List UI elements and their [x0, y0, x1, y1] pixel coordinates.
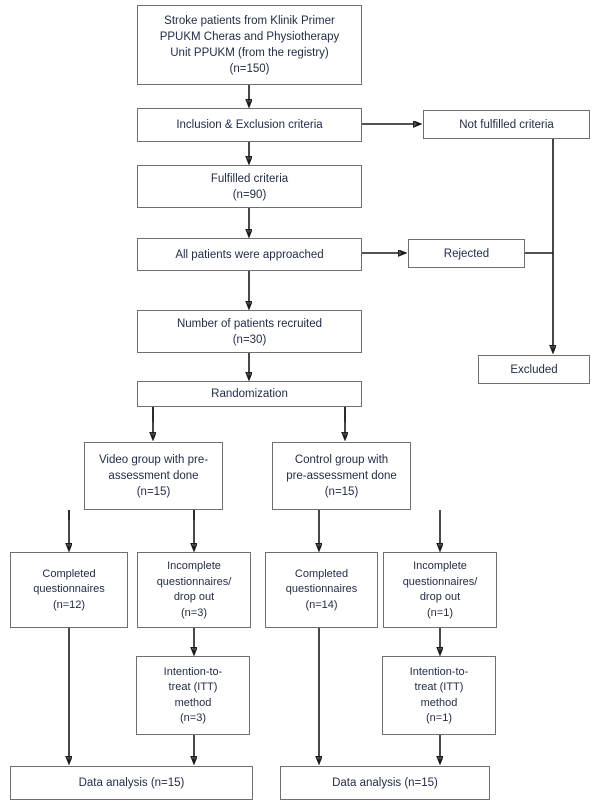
node-line: (n=1) [426, 712, 452, 724]
connector-randomization-split [152, 407, 346, 422]
node-fulfilled-criteria: Fulfilled criteria (n=90) [137, 165, 362, 208]
node-line: Fulfilled criteria [210, 172, 289, 185]
node-line: (n=90) [232, 188, 267, 201]
node-video-completed-questionnaires: Completed questionnaires (n=12) [10, 552, 128, 628]
node-all-patients-approached: All patients were approached [137, 238, 362, 271]
node-line: Incomplete [167, 560, 221, 572]
node-line: Data analysis (n=15) [332, 777, 438, 789]
node-line: method [420, 696, 458, 709]
node-not-fulfilled-criteria: Not fulfilled criteria [423, 110, 590, 139]
node-line: Data analysis (n=15) [78, 777, 185, 789]
node-line: All patients were approached [175, 248, 324, 261]
node-excluded: Excluded [478, 355, 590, 384]
node-line: (n=30) [232, 333, 267, 346]
node-line: treat (ITT) [168, 681, 218, 693]
node-line: (n=12) [52, 598, 86, 611]
node-line: treat (ITT) [414, 681, 464, 693]
node-control-incomplete-questionnaires: Incomplete questionnaires/ drop out (n=1… [383, 552, 497, 628]
node-line: Incomplete [413, 560, 467, 572]
node-video-group: Video group with pre- assessment done (n… [84, 442, 223, 510]
node-line: Excluded [510, 363, 558, 376]
node-line: questionnaires/ [156, 575, 232, 588]
node-line: questionnaires [285, 583, 358, 596]
connector-video-group-branch [68, 510, 195, 520]
node-video-data-analysis: Data analysis (n=15) [10, 766, 253, 800]
node-video-incomplete-questionnaires: Incomplete questionnaires/ drop out (n=3… [137, 552, 251, 628]
node-rejected: Rejected [408, 239, 525, 268]
node-line: Not fulfilled criteria [459, 118, 554, 131]
node-line: drop out [173, 591, 215, 603]
node-number-recruited: Number of patients recruited (n=30) [137, 310, 362, 353]
node-randomization: Randomization [137, 381, 362, 407]
node-line: Intention-to- [163, 665, 223, 678]
node-line: pre-assessment done [286, 470, 397, 482]
node-line: (n=150) [229, 63, 270, 75]
node-line: method [174, 696, 212, 709]
node-inclusion-exclusion-criteria: Inclusion & Exclusion criteria [137, 108, 362, 142]
node-line: Completed [42, 567, 96, 580]
node-line: Intention-to- [409, 665, 469, 678]
node-line: (n=3) [180, 712, 206, 724]
node-line: Stroke patients from Klinik Primer [164, 15, 335, 27]
node-source-population: Stroke patients from Klinik Primer PPUKM… [137, 5, 362, 85]
node-line: Rejected [443, 247, 490, 260]
node-line: Unit PPUKM (from the registry) [170, 47, 329, 59]
node-line: Number of patients recruited [176, 317, 323, 330]
node-line: (n=3) [181, 606, 207, 619]
node-control-itt-method: Intention-to- treat (ITT) method (n=1) [382, 656, 496, 735]
node-line: Completed [294, 567, 349, 580]
node-video-itt-method: Intention-to- treat (ITT) method (n=3) [136, 656, 250, 735]
node-line: drop out [419, 591, 461, 603]
node-line: Video group with pre- [98, 454, 209, 466]
node-line: (n=14) [305, 598, 338, 611]
node-line: assessment done [108, 470, 199, 482]
node-control-group: Control group with pre-assessment done (… [272, 442, 411, 510]
node-line: PPUKM Cheras and Physiotherapy [159, 31, 340, 43]
node-line: Randomization [211, 388, 288, 400]
node-line: (n=15) [324, 486, 359, 498]
node-line: questionnaires/ [402, 575, 478, 588]
node-line: questionnaires [33, 583, 105, 596]
node-control-data-analysis: Data analysis (n=15) [280, 766, 490, 800]
node-line: Inclusion & Exclusion criteria [176, 119, 323, 131]
node-line: Control group with [294, 454, 389, 466]
node-control-completed-questionnaires: Completed questionnaires (n=14) [265, 552, 378, 628]
node-line: (n=15) [136, 486, 171, 498]
node-line: (n=1) [427, 606, 453, 619]
